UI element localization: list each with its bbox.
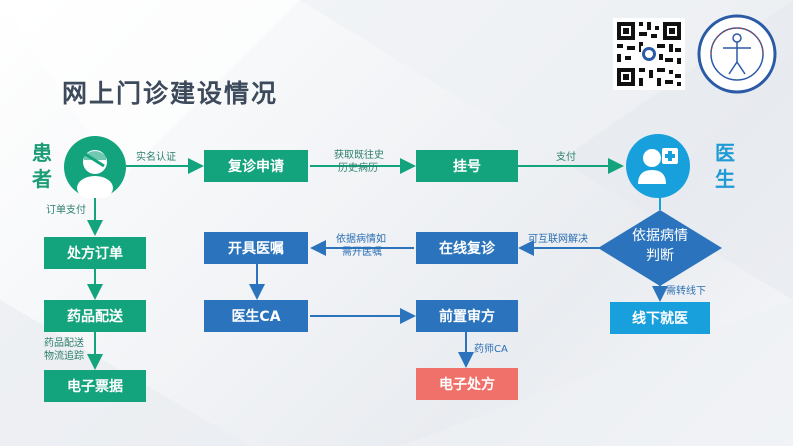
node-drug-delivery: 药品配送 bbox=[44, 300, 146, 332]
node-judge-diamond: 依据病情判断 bbox=[598, 210, 722, 286]
patient-avatar-icon bbox=[64, 136, 126, 200]
note-internet: 可互联网解决 bbox=[528, 234, 588, 245]
note-to-offline: 需转线下 bbox=[666, 286, 706, 297]
node-rx-order: 处方订单 bbox=[44, 237, 146, 269]
note-pharmacist-ca: 药师CA bbox=[474, 344, 508, 355]
note-history-2: 历史病历 bbox=[338, 163, 378, 174]
node-e-invoice: 电子票据 bbox=[44, 370, 146, 402]
doctor-avatar-icon bbox=[626, 134, 690, 198]
qr-code-icon bbox=[613, 18, 685, 90]
hospital-seal-logo bbox=[697, 14, 777, 94]
page-title: 网上门诊建设情况 bbox=[62, 79, 279, 108]
node-pre-review: 前置审方 bbox=[416, 300, 518, 332]
note-need-order-2: 需开医嘱 bbox=[342, 247, 382, 258]
node-offline-visit: 线下就医 bbox=[610, 302, 710, 334]
doctor-label: 医生 bbox=[715, 141, 735, 191]
node-prescribe-order: 开具医嘱 bbox=[204, 232, 308, 264]
node-register: 挂号 bbox=[416, 150, 518, 182]
note-pay: 支付 bbox=[556, 152, 576, 163]
node-e-rx: 电子处方 bbox=[416, 368, 518, 400]
node-doctor-ca: 医生CA bbox=[204, 300, 308, 332]
note-order-pay: 订单支付 bbox=[46, 205, 86, 216]
note-real-name: 实名认证 bbox=[136, 152, 176, 163]
note-delivery-2: 物流追踪 bbox=[44, 351, 84, 362]
note-history-1: 获取既往史 bbox=[334, 150, 384, 161]
patient-label: 患者 bbox=[32, 141, 52, 191]
node-revisit-apply: 复诊申请 bbox=[204, 150, 308, 182]
node-judge-label: 依据病情判断 bbox=[632, 228, 688, 264]
note-need-order-1: 依据病情如 bbox=[336, 234, 386, 245]
note-delivery-1: 药品配送 bbox=[44, 338, 84, 349]
node-online-revisit: 在线复诊 bbox=[416, 232, 518, 264]
